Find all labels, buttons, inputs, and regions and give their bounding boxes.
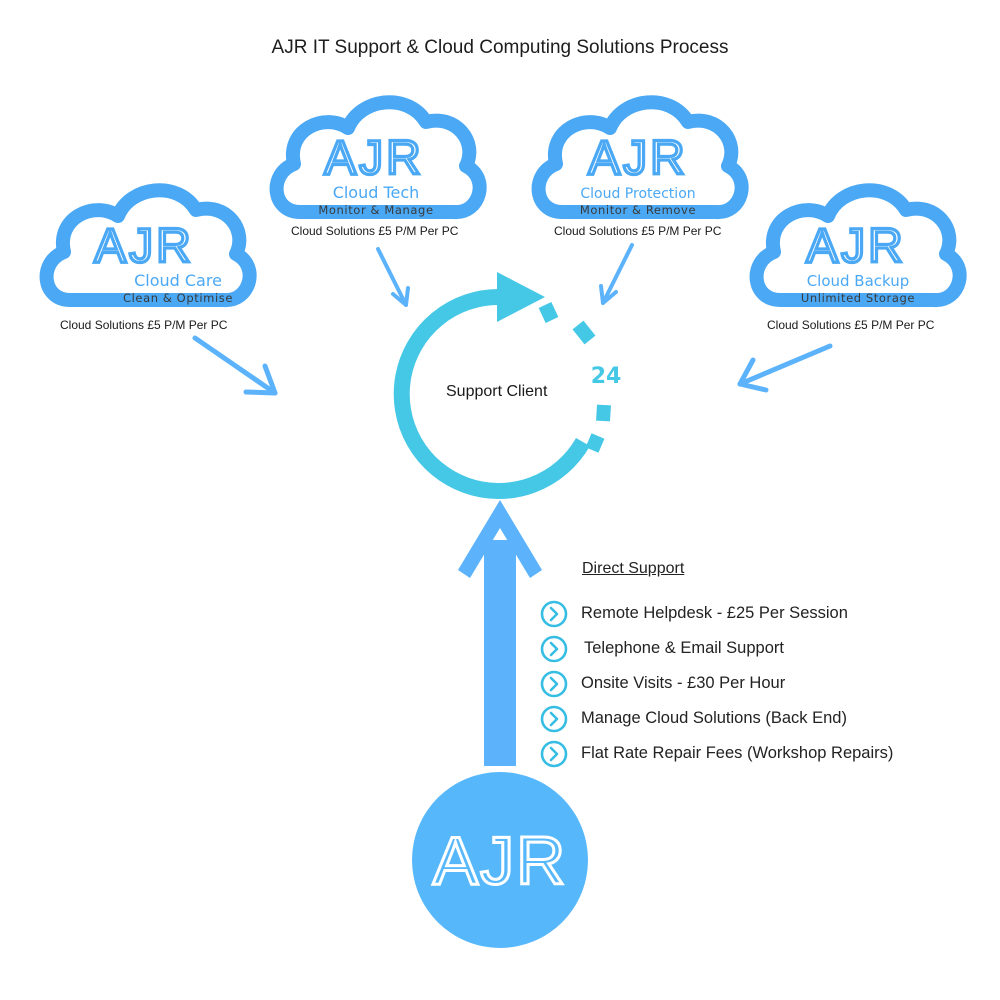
list-item-label: Remote Helpdesk - £25 Per Session: [581, 604, 848, 622]
cycle-dash: [572, 320, 596, 345]
cloud-icon: AJR Cloud Protection Monitor & Remove: [531, 95, 749, 219]
cloud-name: Cloud Backup: [807, 272, 910, 290]
direct-support-list: Remote Helpdesk - £25 Per Session Teleph…: [540, 596, 893, 771]
list-item: Telephone & Email Support: [540, 631, 893, 666]
ajr-logo-circle: AJR: [412, 772, 588, 948]
cloud-backup-logo: AJR Cloud Backup Unlimited Storage: [748, 178, 968, 328]
page-title: AJR IT Support & Cloud Computing Solutio…: [271, 37, 729, 58]
arrow-cloud-care: [192, 335, 278, 396]
cloud-icon: AJR Cloud Tech Monitor & Manage: [269, 95, 487, 219]
chevron-right-icon: [540, 705, 568, 732]
chevron-right-icon: [540, 635, 568, 662]
cloud-care-price: Cloud Solutions £5 P/M Per PC: [60, 318, 228, 332]
cloud-tech-logo: AJR Cloud Tech Monitor & Manage: [268, 90, 488, 240]
cloud-logo-text: AJR: [588, 132, 688, 185]
cycle-dash: [585, 433, 605, 453]
arrow-cloud-backup: [737, 343, 833, 393]
cloud-tagline: Monitor & Remove: [580, 203, 696, 217]
arrow-cloud-tech: [376, 247, 410, 307]
cloud-tagline: Unlimited Storage: [801, 291, 915, 305]
cloud-name: Cloud Protection: [580, 186, 695, 202]
cycle-dash: [596, 404, 611, 422]
list-item-label: Onsite Visits - £30 Per Hour: [581, 674, 786, 692]
cloud-logo-text: AJR: [324, 132, 424, 185]
direct-support-title: Direct Support: [582, 560, 685, 577]
list-item-label: Manage Cloud Solutions (Back End): [581, 709, 847, 727]
list-item: Flat Rate Repair Fees (Workshop Repairs): [540, 736, 893, 771]
cloud-name: Cloud Tech: [333, 183, 420, 202]
cloud-care-logo: AJR Cloud Care Clean & Optimise: [38, 178, 258, 328]
cloud-logo-text: AJR: [94, 220, 194, 273]
cloud-icon: AJR Cloud Backup Unlimited Storage: [749, 183, 967, 307]
list-item: Manage Cloud Solutions (Back End): [540, 701, 893, 736]
direct-support-arrow: [458, 500, 542, 766]
list-item: Onsite Visits - £30 Per Hour: [540, 666, 893, 701]
cloud-protection-price: Cloud Solutions £5 P/M Per PC: [554, 224, 722, 238]
cloud-logo-text: AJR: [806, 220, 906, 273]
support-cycle: [393, 272, 611, 499]
ajr-logo-text: AJR: [433, 823, 567, 899]
arrow-cloud-protection: [599, 243, 634, 305]
cloud-icon: AJR Cloud Care Clean & Optimise: [39, 183, 257, 307]
cloud-protection-logo: AJR Cloud Protection Monitor & Remove: [530, 90, 750, 240]
cloud-name: Cloud Care: [134, 271, 222, 290]
cloud-tech-price: Cloud Solutions £5 P/M Per PC: [291, 224, 459, 238]
list-item-label: Flat Rate Repair Fees (Workshop Repairs): [581, 744, 894, 762]
chevron-right-icon: [540, 740, 568, 767]
chevron-right-icon: [540, 600, 568, 627]
cloud-tagline: Monitor & Manage: [318, 203, 433, 217]
cloud-backup-price: Cloud Solutions £5 P/M Per PC: [767, 318, 935, 332]
cycle-dash: [538, 302, 559, 323]
list-item-label: Telephone & Email Support: [584, 639, 784, 657]
cycle-arrowhead: [497, 272, 545, 322]
support-24-badge: 24: [591, 364, 622, 389]
list-item: Remote Helpdesk - £25 Per Session: [540, 596, 893, 631]
support-client-label: Support Client: [446, 383, 548, 400]
cloud-tagline: Clean & Optimise: [123, 291, 233, 305]
chevron-right-icon: [540, 670, 568, 697]
